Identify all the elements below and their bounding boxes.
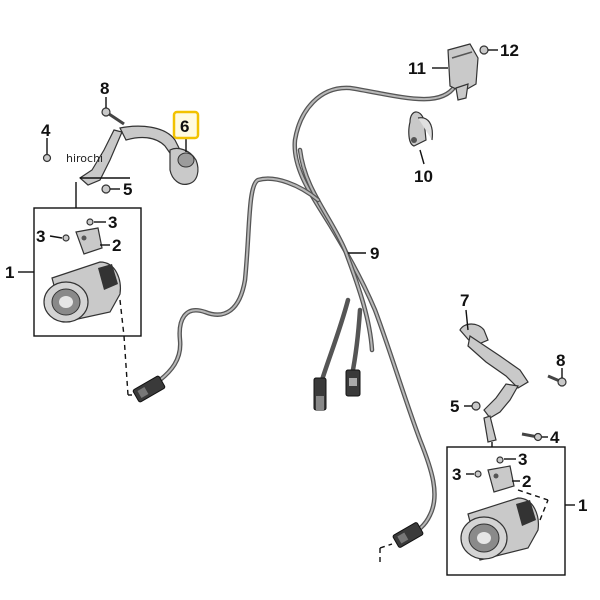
harness-connector-center — [313, 369, 361, 411]
highlight-box-6 — [172, 110, 200, 140]
screw-4-left — [42, 153, 52, 163]
callout-2-left: 2 — [112, 236, 121, 255]
switch-clamp — [408, 111, 433, 147]
leader-lines — [18, 49, 575, 562]
screw-4-right — [521, 432, 543, 442]
left-mounting-bracket — [79, 125, 199, 186]
callout-7: 7 — [460, 291, 469, 310]
right-lamp-box — [446, 446, 566, 576]
right-lamp-holder — [474, 456, 515, 493]
callout-6: 6 — [180, 117, 189, 136]
callout-4-right: 4 — [550, 428, 560, 447]
callout-10: 10 — [414, 167, 433, 186]
callout-12: 12 — [500, 41, 519, 60]
left-lamp-holder — [62, 218, 103, 255]
harness-connector-right — [392, 522, 424, 548]
callout-3-right-a: 3 — [518, 450, 527, 469]
callout-4-left: 4 — [41, 121, 51, 140]
right-mounting-bracket — [459, 323, 529, 443]
callout-11: 11 — [408, 59, 426, 78]
callout-5-right: 5 — [450, 397, 459, 416]
callout-2-right: 2 — [522, 472, 531, 491]
nut-5-right — [471, 401, 481, 411]
callout-3-left-b: 3 — [36, 227, 45, 246]
wiring-harness — [157, 83, 458, 538]
screw-8-left — [101, 107, 125, 126]
harness-connector-left — [132, 375, 166, 403]
callout-9: 9 — [370, 244, 379, 263]
left-auxiliary-lamp — [43, 261, 121, 323]
watermark: hirochi — [66, 152, 103, 165]
callout-3-left-a: 3 — [108, 213, 117, 232]
right-auxiliary-lamp — [460, 497, 539, 561]
screw-8-right — [547, 374, 567, 387]
callout-8-left: 8 — [100, 79, 109, 98]
handlebar-switch — [447, 43, 479, 101]
callout-5-left: 5 — [123, 180, 132, 199]
screw-12 — [479, 45, 489, 55]
callout-8-right: 8 — [556, 351, 565, 370]
callout-labels: 8 6 4 5 3 3 2 1 11 12 10 9 7 8 5 4 3 3 2… — [5, 41, 587, 515]
callout-1-right: 1 — [578, 496, 587, 515]
callout-1-left: 1 — [5, 263, 14, 282]
callout-3-right-b: 3 — [452, 465, 461, 484]
nut-5-left — [101, 184, 111, 194]
